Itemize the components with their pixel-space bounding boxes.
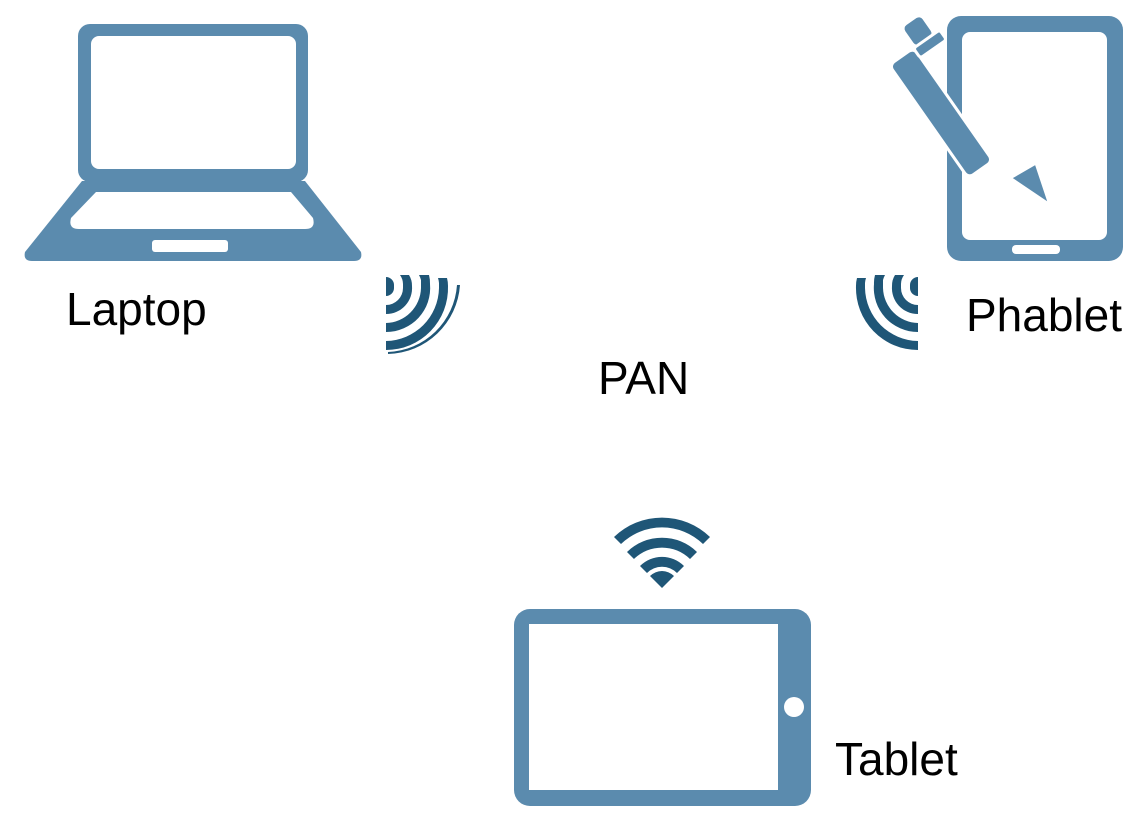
tablet-signal-icon xyxy=(614,517,710,588)
laptop-label: Laptop xyxy=(66,283,207,335)
laptop-icon xyxy=(24,24,362,261)
pen-icon xyxy=(889,14,1052,207)
tablet-label: Tablet xyxy=(835,733,958,785)
phablet-label: Phablet xyxy=(966,289,1123,341)
tablet-icon xyxy=(514,609,811,806)
pan-label: PAN xyxy=(598,352,690,404)
phablet-icon xyxy=(889,14,1123,261)
laptop-signal-icon xyxy=(386,275,460,354)
phablet-signal-icon xyxy=(855,275,918,351)
